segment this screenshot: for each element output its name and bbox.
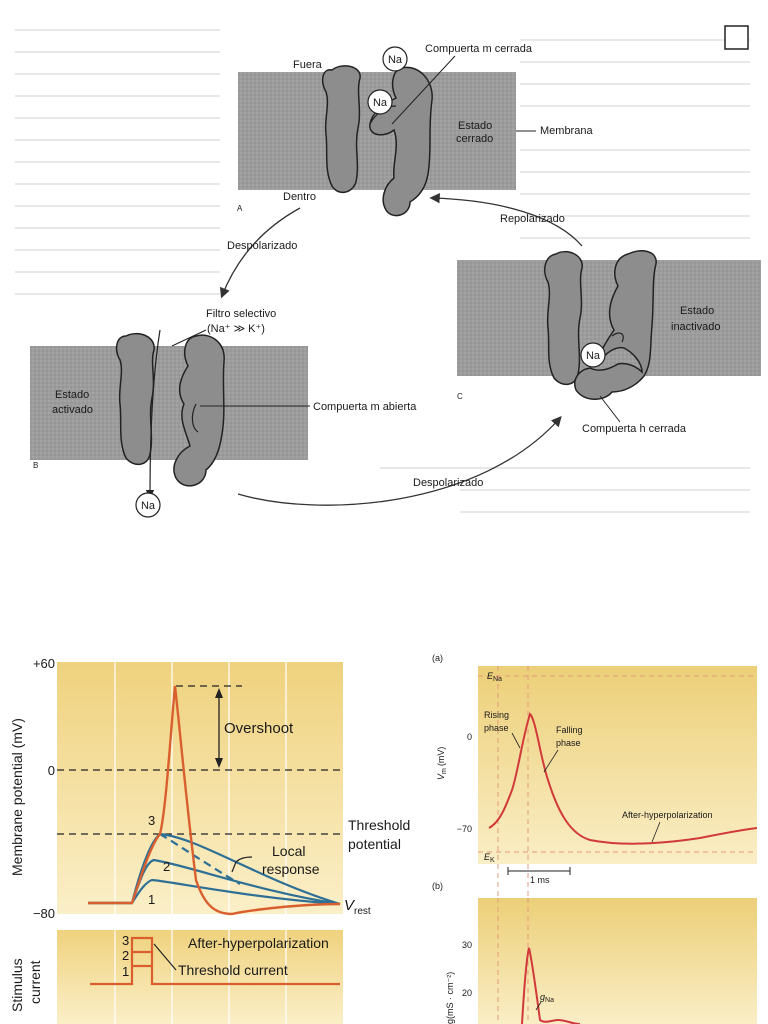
- label-estado-inactivado-1: Estado: [680, 305, 714, 317]
- label-after-hyperpolarization-right: After-hyperpolarization: [622, 810, 713, 820]
- label-fuera: Fuera: [293, 59, 323, 71]
- sodium-label: Na: [373, 97, 388, 109]
- label-overshoot: Overshoot: [224, 720, 294, 737]
- arrow-depolarized-2: [237, 416, 562, 506]
- background-text-texture: [15, 29, 750, 513]
- label-v-rest: Vrest: [344, 897, 371, 917]
- label-filtro-2: (Na⁺ ≫ K⁺): [207, 323, 265, 335]
- stimulus-label-2: current: [27, 960, 43, 1004]
- label-compuerta-m-cerrada: Compuerta m cerrada: [425, 43, 533, 55]
- label-repolarizado: Repolarizado: [500, 213, 565, 225]
- local-response-1: [88, 878, 341, 906]
- label-estado-cerrado-2: cerrado: [456, 133, 493, 145]
- curve-number-1: 1: [148, 892, 155, 907]
- arrow-repolarized: [429, 193, 583, 247]
- y-tick-minus80: −80: [33, 906, 55, 921]
- panel-label-a: A: [237, 204, 243, 213]
- y-tick-a-0: 0: [467, 732, 472, 742]
- panel-label-b: B: [33, 461, 38, 470]
- membrane-voltage-chart: (a) ENa EK 0 −70 Vm(mV) Rising phase Fal…: [432, 653, 758, 1024]
- voltage-panel: [478, 666, 757, 864]
- panel-label-c: C: [457, 392, 463, 401]
- label-dentro: Dentro: [283, 191, 316, 203]
- y-tick-zero: 0: [48, 763, 55, 778]
- y-axis-label-b: g(mS · cm⁻²): [445, 972, 455, 1024]
- sodium-ion-a2: Na: [367, 89, 393, 115]
- conductance-panel: [478, 898, 757, 1024]
- label-after-hyperpolarization-left: After-hyperpolarization: [188, 935, 329, 951]
- conductance-trace: [521, 947, 581, 1024]
- scale-bar: 1 ms: [507, 867, 571, 885]
- y-tick-a-minus70: −70: [457, 824, 472, 834]
- corner-box: [724, 25, 749, 50]
- label-membrana: Membrana: [540, 125, 593, 137]
- label-rising-2: phase: [484, 723, 509, 733]
- sodium-label: Na: [388, 54, 403, 66]
- label-estado-activado-2: activado: [52, 404, 93, 416]
- sodium-ion-c: Na: [580, 342, 606, 368]
- action-potential-spike: [88, 685, 341, 916]
- grid-lines: [114, 662, 287, 914]
- label-estado-inactivado-2: inactivado: [671, 321, 721, 333]
- label-e-na: ENa: [487, 671, 502, 683]
- label-local-2: response: [262, 861, 320, 877]
- sodium-ion-a1: Na: [382, 46, 408, 72]
- local-response-dashed: [159, 833, 241, 885]
- label-g-na: gNa: [540, 992, 554, 1004]
- label-estado-cerrado-1: Estado: [458, 120, 492, 132]
- label-despolarizado-2: Despolarizado: [413, 477, 483, 489]
- label-despolarizado-1: Despolarizado: [227, 240, 297, 252]
- ion-flow-arrow: [145, 329, 161, 499]
- label-estado-activado-1: Estado: [55, 389, 89, 401]
- channel-c-right: [574, 250, 657, 400]
- label-threshold-2: potential: [348, 836, 401, 852]
- stimulus-panel: [57, 930, 343, 1024]
- sodium-ion-b: Na: [135, 492, 161, 518]
- action-potential-chart: +60 0 −80 Membrane potential (mV) Oversh…: [9, 656, 410, 1024]
- label-compuerta-m-abierta: Compuerta m abierta: [313, 401, 417, 413]
- scale-bar-label: 1 ms: [530, 875, 550, 885]
- membrane-b: [30, 346, 308, 460]
- sodium-label: Na: [141, 500, 156, 512]
- label-compuerta-h-cerrada: Compuerta h cerrada: [582, 423, 687, 435]
- panel-label-b-right: (b): [432, 881, 443, 891]
- label-falling-1: Falling: [556, 725, 583, 735]
- y-tick-b-20: 20: [462, 988, 472, 998]
- stim-number-2: 2: [122, 948, 129, 963]
- voltage-trace: [488, 712, 758, 845]
- label-local-1: Local: [272, 843, 305, 859]
- label-e-k: EK: [484, 852, 495, 864]
- label-rising-1: Rising: [484, 710, 509, 720]
- stim-number-3: 3: [122, 933, 129, 948]
- ion-channel-diagram: Na Na Fuera Dentro Compuerta m cerrada E…: [15, 25, 761, 518]
- stimulus-label-1: Stimulus: [9, 958, 25, 1012]
- label-falling-2: phase: [556, 738, 581, 748]
- label-filtro-1: Filtro selectivo: [206, 308, 276, 320]
- channel-a-left: [321, 65, 361, 194]
- membrane-c: [457, 260, 761, 376]
- channel-c-left: [543, 250, 583, 386]
- channel-b-right: [173, 334, 225, 487]
- label-threshold-current: Threshold current: [178, 962, 288, 978]
- y-axis-label: Membrane potential (mV): [9, 718, 25, 876]
- sodium-label: Na: [586, 350, 601, 362]
- label-threshold-1: Threshold: [348, 817, 410, 833]
- y-tick-b-30: 30: [462, 940, 472, 950]
- panel-label-a-right: (a): [432, 653, 443, 663]
- stim-number-1: 1: [122, 964, 129, 979]
- stimulus-pulses: [90, 936, 340, 986]
- curve-number-3: 3: [148, 813, 155, 828]
- y-axis-label-a: Vm(mV): [436, 747, 448, 780]
- local-response-3: [88, 832, 341, 906]
- arrow-depolarized-1: [219, 207, 301, 299]
- y-tick-plus60: +60: [33, 656, 55, 671]
- channel-b-left: [115, 332, 155, 466]
- curve-number-2: 2: [163, 859, 170, 874]
